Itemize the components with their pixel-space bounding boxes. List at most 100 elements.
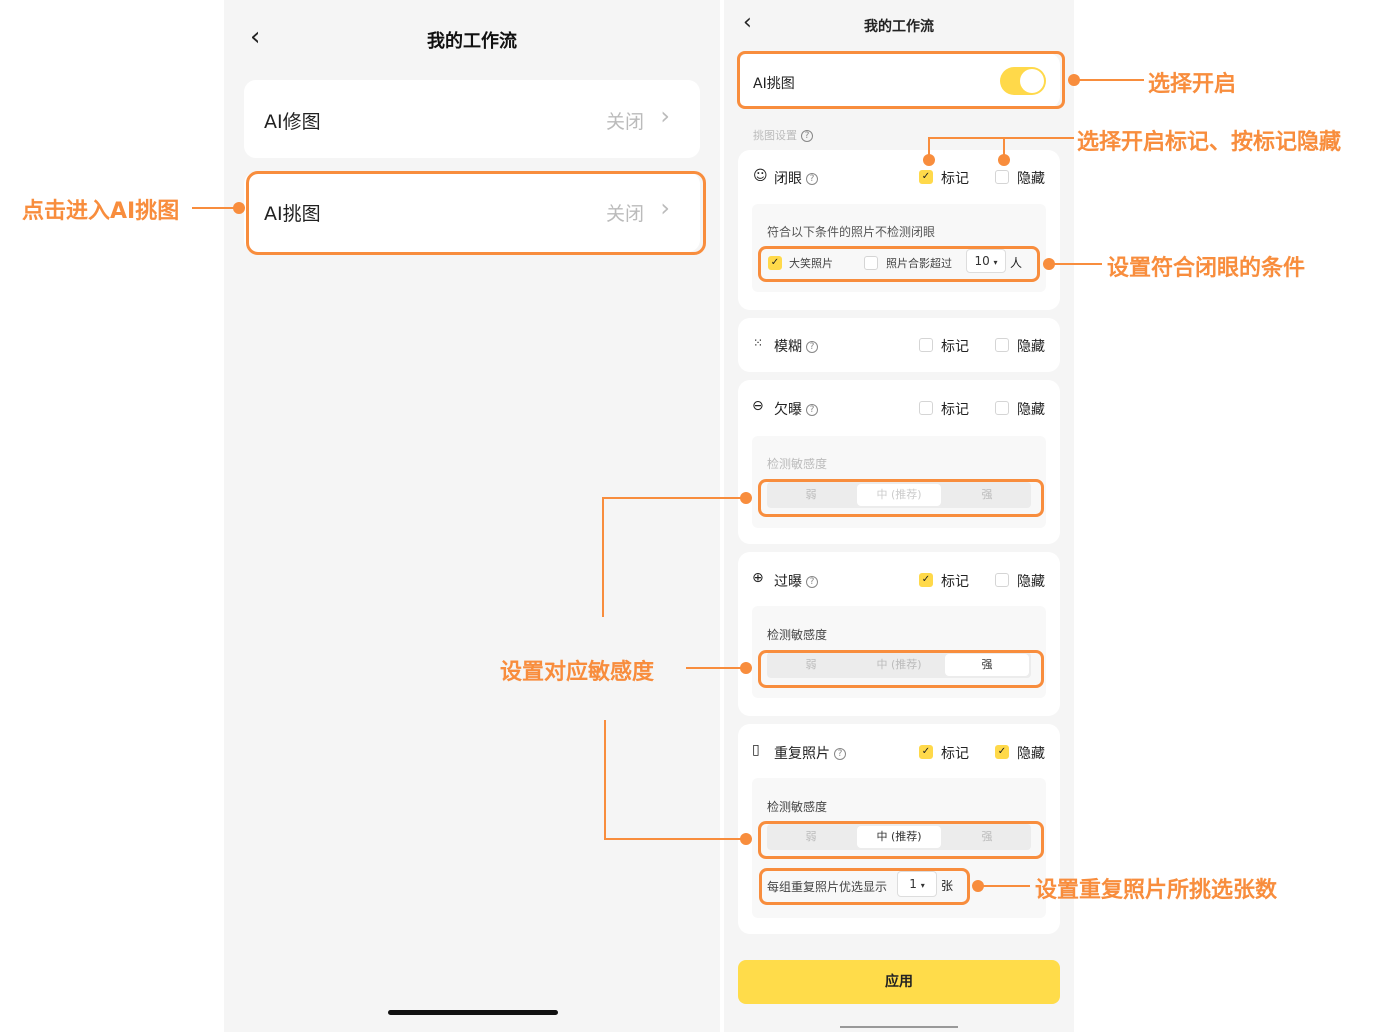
toggle-label: AI挑图 bbox=[753, 76, 795, 92]
chevron-right-icon: › bbox=[660, 194, 670, 222]
group-label: 照片合影超过 bbox=[886, 257, 952, 270]
help-icon[interactable]: ? bbox=[806, 341, 818, 353]
hide-label: 隐藏 bbox=[1017, 574, 1045, 590]
highlight-sensitivity bbox=[758, 479, 1044, 517]
help-icon[interactable]: ? bbox=[834, 748, 846, 760]
home-indicator bbox=[840, 1026, 958, 1028]
sensitivity-label: 检测敏感度 bbox=[767, 800, 828, 814]
apply-button[interactable]: 应用 bbox=[738, 960, 1060, 1004]
sensitivity-label: 检测敏感度 bbox=[767, 628, 828, 642]
sensitivity-box: 检测敏感度 弱 中 (推荐) 强 bbox=[752, 436, 1046, 528]
closed-eyes-icon: ☺ bbox=[753, 168, 768, 184]
laugh-checkbox[interactable]: ✓ bbox=[768, 256, 782, 270]
sensitivity-box: 检测敏感度 弱 中 (推荐) 强 每组重复照片优选显示 1 ▾ 张 bbox=[752, 778, 1046, 918]
seg-medium[interactable]: 中 (推荐) bbox=[857, 826, 941, 848]
highlight-sensitivity bbox=[758, 650, 1044, 688]
hide-checkbox[interactable]: ✓ bbox=[995, 745, 1009, 759]
row-label: 欠曝? bbox=[774, 399, 818, 419]
seg-strong[interactable]: 强 bbox=[945, 654, 1029, 676]
plus-circle-icon: ⊕ bbox=[752, 570, 764, 586]
item-status: 关闭 bbox=[605, 203, 644, 225]
highlight-toggle bbox=[737, 51, 1065, 109]
help-icon[interactable]: ? bbox=[806, 576, 818, 588]
highlight-count bbox=[759, 868, 970, 905]
caret-down-icon: ▾ bbox=[920, 881, 925, 890]
seg-medium[interactable]: 中 (推荐) bbox=[876, 658, 922, 671]
seg-weak[interactable]: 弱 bbox=[805, 658, 817, 671]
count-select[interactable]: 1 ▾ bbox=[897, 871, 937, 897]
ai-pick-toggle[interactable] bbox=[1000, 67, 1046, 95]
ai-pick-toggle-row: AI挑图 bbox=[738, 53, 1060, 108]
back-icon[interactable]: ‹ bbox=[743, 10, 752, 35]
duplicate-card: ▯ 重复照片? ✓ 标记 ✓ 隐藏 检测敏感度 弱 中 (推荐) 强 每组重复照… bbox=[738, 724, 1060, 934]
chevron-right-icon: › bbox=[660, 102, 670, 130]
hide-label: 隐藏 bbox=[1017, 339, 1045, 355]
highlight-conditions bbox=[758, 246, 1040, 282]
highlight-ai-pick bbox=[246, 171, 706, 255]
hide-checkbox[interactable] bbox=[995, 401, 1009, 415]
annotation-enter: 点击进入AI挑图 bbox=[22, 199, 180, 224]
item-label: AI挑图 bbox=[264, 203, 321, 225]
page-title: 我的工作流 bbox=[427, 31, 517, 52]
row-label: 重复照片? bbox=[774, 743, 846, 763]
seg-strong[interactable]: 强 bbox=[981, 830, 993, 843]
home-indicator bbox=[388, 1010, 558, 1015]
seg-weak[interactable]: 弱 bbox=[805, 488, 817, 501]
duplicate-icon: ▯ bbox=[752, 742, 760, 758]
list-item-ai-pick[interactable]: AI挑图 关闭 › bbox=[244, 172, 700, 252]
hide-checkbox[interactable] bbox=[995, 573, 1009, 587]
mark-checkbox[interactable] bbox=[919, 338, 933, 352]
page-title: 我的工作流 bbox=[864, 19, 934, 35]
seg-weak[interactable]: 弱 bbox=[805, 830, 817, 843]
group-count-select[interactable]: 10 ▾ bbox=[966, 249, 1006, 273]
mark-checkbox[interactable]: ✓ bbox=[919, 170, 933, 184]
row-label: 过曝? bbox=[774, 571, 818, 591]
settings-section-label: 挑图设置? bbox=[753, 127, 813, 143]
overexposure-card: ⊕ 过曝? ✓ 标记 隐藏 检测敏感度 弱 中 (推荐) 强 bbox=[738, 552, 1060, 716]
hide-label: 隐藏 bbox=[1017, 402, 1045, 418]
list-item-ai-retouch[interactable]: AI修图 关闭 › bbox=[244, 80, 700, 158]
closed-eyes-card: ☺ 闭眼? ✓ 标记 隐藏 符合以下条件的照片不检测闭眼 ✓ 大笑照片 照片合影… bbox=[738, 150, 1060, 310]
mark-label: 标记 bbox=[941, 402, 969, 418]
mark-label: 标记 bbox=[941, 574, 969, 590]
seg-strong[interactable]: 强 bbox=[981, 488, 993, 501]
condition-title: 符合以下条件的照片不检测闭眼 bbox=[767, 225, 936, 239]
caret-down-icon: ▾ bbox=[993, 258, 998, 267]
annotation-dup-count: 设置重复照片所挑选张数 bbox=[1035, 878, 1278, 903]
highlight-sensitivity bbox=[758, 821, 1044, 859]
help-icon[interactable]: ? bbox=[806, 404, 818, 416]
sensitivity-segmented[interactable]: 弱 中 (推荐) 强 bbox=[767, 652, 1031, 678]
blur-icon: ⁙ bbox=[753, 336, 764, 350]
count-label: 每组重复照片优选显示 bbox=[767, 880, 888, 894]
help-icon[interactable]: ? bbox=[801, 130, 813, 142]
sensitivity-label: 检测敏感度 bbox=[767, 457, 828, 471]
help-icon[interactable]: ? bbox=[806, 173, 818, 185]
mark-checkbox[interactable]: ✓ bbox=[919, 573, 933, 587]
annotation-mark-hide: 选择开启标记、按标记隐藏 bbox=[1077, 130, 1342, 155]
annotation-enable: 选择开启 bbox=[1148, 72, 1237, 97]
seg-medium[interactable]: 中 (推荐) bbox=[857, 484, 941, 506]
hide-label: 隐藏 bbox=[1017, 171, 1045, 187]
underexposure-card: ⊖ 欠曝? 标记 隐藏 检测敏感度 弱 中 (推荐) 强 bbox=[738, 380, 1060, 544]
mark-label: 标记 bbox=[941, 171, 969, 187]
item-status: 关闭 bbox=[605, 111, 644, 133]
left-phone-screen: ‹ 我的工作流 AI修图 关闭 › AI挑图 关闭 › bbox=[224, 0, 720, 1032]
annotation-eyes-condition: 设置符合闭眼的条件 bbox=[1107, 256, 1306, 281]
back-icon[interactable]: ‹ bbox=[250, 22, 261, 52]
mark-checkbox[interactable]: ✓ bbox=[919, 745, 933, 759]
group-checkbox[interactable] bbox=[864, 256, 878, 270]
sensitivity-segmented[interactable]: 弱 中 (推荐) 强 bbox=[767, 824, 1031, 850]
annotation-sensitivity: 设置对应敏感度 bbox=[500, 660, 655, 685]
mark-label: 标记 bbox=[941, 746, 969, 762]
hide-checkbox[interactable] bbox=[995, 338, 1009, 352]
blur-card: ⁙ 模糊? 标记 隐藏 bbox=[738, 318, 1060, 372]
hide-label: 隐藏 bbox=[1017, 746, 1045, 762]
count-unit: 张 bbox=[941, 879, 954, 893]
minus-circle-icon: ⊖ bbox=[752, 398, 764, 414]
laugh-label: 大笑照片 bbox=[789, 257, 833, 270]
group-unit: 人 bbox=[1010, 256, 1023, 270]
hide-checkbox[interactable] bbox=[995, 170, 1009, 184]
row-label: 模糊? bbox=[774, 336, 818, 356]
mark-checkbox[interactable] bbox=[919, 401, 933, 415]
sensitivity-segmented[interactable]: 弱 中 (推荐) 强 bbox=[767, 482, 1031, 508]
